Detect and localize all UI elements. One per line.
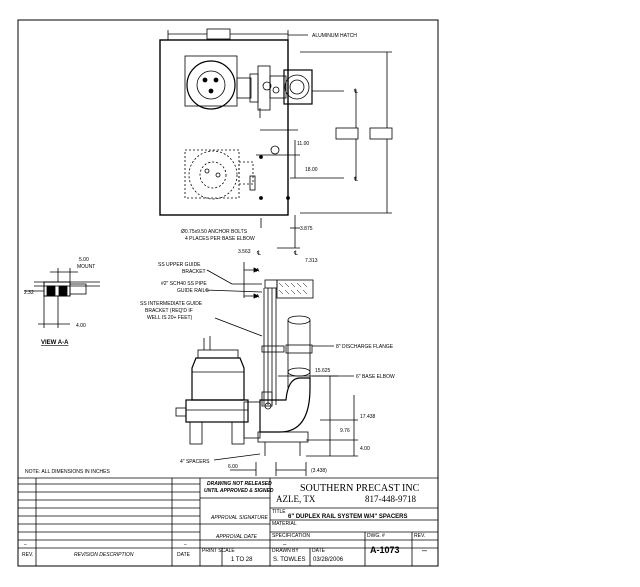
material-label: MATERIAL (272, 521, 297, 527)
base-elbow-label: 6" BASE ELBOW (356, 374, 395, 380)
upper-pump (186, 60, 236, 110)
rev-column-header: REV. (22, 552, 33, 558)
guide-rails-label-1: #2" SCH40 SS PIPE (161, 281, 207, 287)
drawn-by-label: DRAWN BY (272, 548, 299, 554)
dimensions-note: NOTE: ALL DIMENSIONS IN INCHES (25, 469, 110, 475)
sheet-border (17, 19, 439, 567)
centerline-mark-3: ℄ (256, 251, 261, 257)
plan-view (159, 28, 393, 249)
view-aa-title: VIEW A-A (41, 340, 69, 346)
upper-bracket-label-1: SS UPPER GUIDE (158, 262, 201, 268)
dim-box-2 (369, 127, 393, 140)
approval-signature-label: APPROVAL SIGNATURE (210, 515, 268, 521)
dim-976: 9.76 (340, 428, 350, 434)
dim-11: 11.00 (297, 141, 309, 147)
hatch-dim-box (206, 28, 231, 40)
discharge-pipe (287, 320, 311, 388)
drawing-note-2: UNTIL APPROVED & SIGNED (204, 488, 274, 494)
view-aa-dim-500: 5.00 (79, 257, 89, 263)
print-scale: 1 TO 28 (231, 557, 253, 563)
pump-volute (185, 399, 249, 423)
specification-label: SPECIFICATION (272, 533, 310, 539)
company-name: SOUTHERN PRECAST INC (300, 483, 420, 494)
date-label: DATE (312, 548, 326, 554)
dim-17438: 17.438 (360, 414, 376, 420)
upper-bracket-label-2: BRACKET (182, 269, 206, 275)
inter-bracket-label-3: WELL IS 20+ FEET) (147, 315, 193, 321)
title-label: TITLE (272, 509, 286, 515)
revision-dash-2: – (184, 542, 187, 548)
dim-600: 6.00 (228, 464, 238, 470)
view-aa-dim-232: 2.32 (24, 290, 34, 296)
drawn-by: S. TOWLES (273, 557, 305, 563)
revision-dash-1: – (24, 542, 27, 548)
drawing-note-1: DRAWING NOT RELEASED (207, 481, 272, 487)
section-marker-2: A (256, 294, 260, 300)
revision-value: – (422, 545, 427, 555)
view-aa-mount: MOUNT (77, 264, 95, 270)
anchor-note-line2: 4 PLACES PER BASE ELBOW (185, 236, 255, 242)
dim-3875: 3.875 (300, 226, 313, 232)
spec-dash: – (283, 542, 287, 548)
centerline-mark-1: ℄ (353, 89, 358, 95)
lower-pump (188, 150, 238, 200)
pump-motor (191, 357, 245, 401)
centerline-mark-4: ℄ (293, 251, 298, 257)
wet-well-outline (159, 39, 289, 216)
rev-label: REV. (414, 533, 425, 539)
dim-7313: 7.313 (305, 258, 318, 264)
title-block (18, 477, 438, 566)
section-marker-1: A (256, 268, 260, 274)
print-scale-label: PRINT SCALE (202, 548, 235, 554)
drawing-number: A-1073 (370, 545, 400, 555)
spacers-label: 4" SPACERS (180, 459, 210, 465)
view-aa-dim-400: 4.00 (76, 323, 86, 329)
inter-bracket-label-1: SS INTERMEDIATE GUIDE (140, 301, 203, 307)
guide-rails-label-2: GUIDE RAILS (177, 288, 209, 294)
dim-box-1 (335, 127, 359, 140)
view-aa-detail (24, 268, 100, 328)
dim-18: 18.00 (305, 167, 318, 173)
revision-description-header: REVISION DESCRIPTION (74, 552, 134, 558)
upper-discharge (284, 74, 310, 100)
approval-date-label: APPROVAL DATE (215, 534, 258, 540)
anchor-note-line1: Ø0.75x9.50 ANCHOR BOLTS (181, 229, 248, 235)
dim-3438: (3.438) (311, 468, 327, 474)
drawing-date: 03/28/2006 (313, 557, 344, 563)
drawing-title: 6" DUPLEX RAIL SYSTEM W/4" SPACERS (288, 514, 408, 520)
date-column-header: DATE (177, 552, 191, 558)
hatch-label: ALUMINUM HATCH (312, 33, 357, 39)
inter-bracket-label-2: BRACKET (REQ'D IF (145, 308, 193, 314)
company-phone: 817-448-9718 (365, 494, 416, 504)
base-elbow (259, 377, 311, 433)
discharge-flange-label: 8" DISCHARGE FLANGE (336, 344, 394, 350)
dim-15625: 15.625 (315, 368, 331, 374)
company-city: AZLE, TX (276, 494, 316, 504)
centerline-mark-2: ℄ (353, 177, 358, 183)
dwg-no-label: DWG. # (367, 533, 385, 539)
dim-3563: 3.563 (238, 249, 251, 255)
upper-guide-bracket (276, 279, 314, 299)
elevation-view (175, 262, 358, 476)
dim-400-elev: 4.00 (360, 446, 370, 452)
upper-pump-body (184, 55, 238, 107)
